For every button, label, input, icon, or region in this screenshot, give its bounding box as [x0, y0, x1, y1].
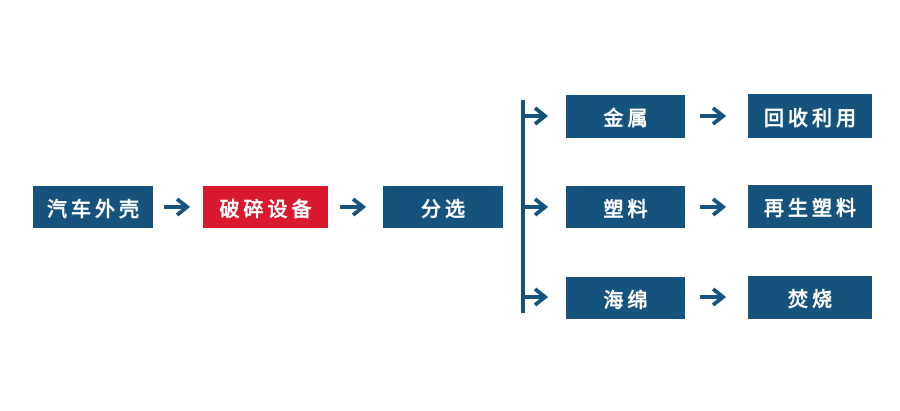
arrow-sponge-to-incineration-icon [700, 287, 728, 307]
node-sponge-label: 海绵 [603, 289, 652, 312]
arrow-plastic-to-recycled-plastic-icon [700, 197, 728, 217]
arrow-metal-to-recycle-icon [700, 106, 728, 126]
node-car-shell: 汽车外壳 [33, 186, 153, 228]
arrow-car-shell-to-crushing-icon [164, 197, 192, 217]
node-recycled-plastic-label: 再生塑料 [764, 198, 860, 220]
node-incineration-label: 焚烧 [788, 289, 836, 311]
node-crushing-equipment: 破碎设备 [203, 186, 328, 228]
node-sponge: 海绵 [566, 277, 685, 319]
arrow-branch-to-metal-icon [522, 106, 550, 126]
node-metal-label: 金属 [603, 108, 652, 130]
arrow-branch-to-sponge-icon [522, 287, 550, 307]
arrow-branch-to-plastic-icon [522, 197, 550, 217]
node-car-shell-label: 汽车外壳 [47, 198, 143, 221]
node-incineration: 焚烧 [748, 276, 872, 319]
node-plastic-label: 塑料 [603, 198, 652, 221]
node-sorting-label: 分选 [421, 198, 469, 221]
arrow-crushing-to-sorting-icon [340, 197, 368, 217]
node-sorting: 分选 [383, 186, 503, 228]
node-plastic: 塑料 [566, 186, 685, 228]
node-recycled-plastic: 再生塑料 [748, 185, 872, 228]
node-metal: 金属 [566, 95, 685, 138]
node-recycle-reuse: 回收利用 [748, 94, 872, 138]
node-recycle-reuse-label: 回收利用 [764, 107, 860, 130]
node-crushing-equipment-label: 破碎设备 [219, 198, 316, 221]
